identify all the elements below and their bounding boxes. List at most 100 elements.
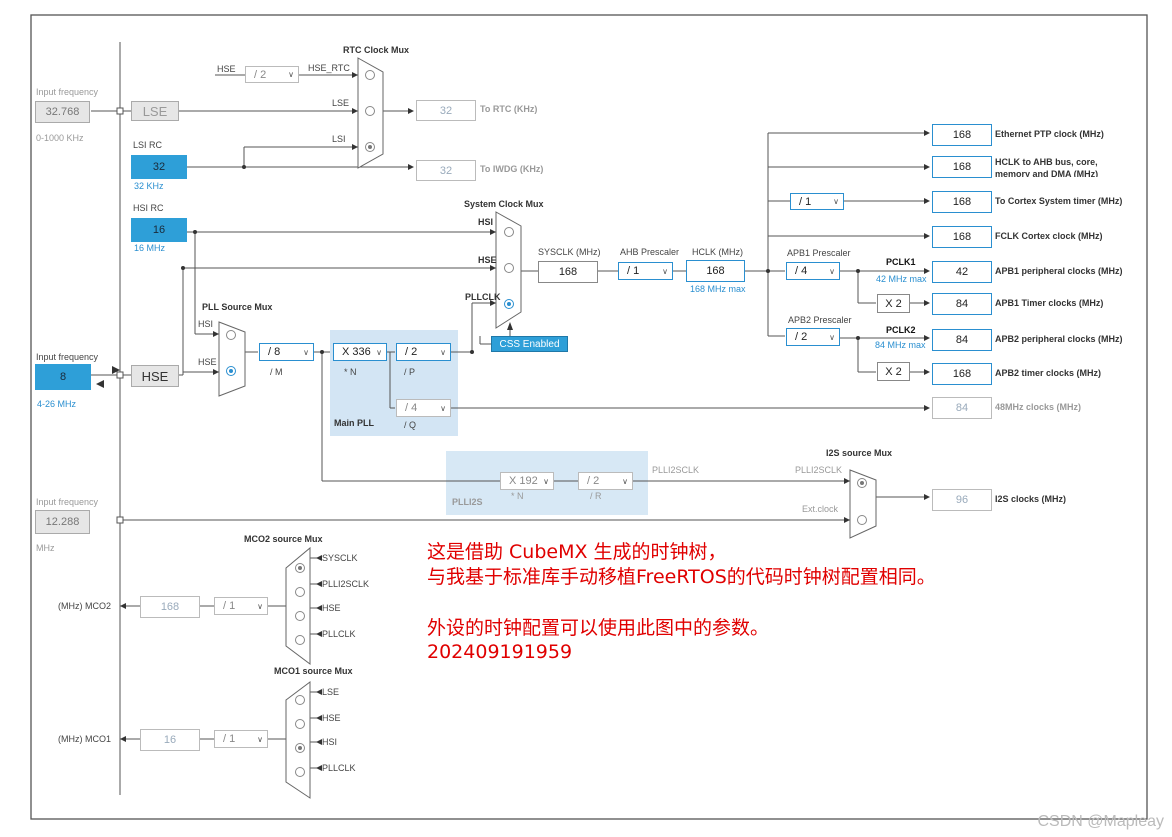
pll-src-radio-hse[interactable] [226, 366, 236, 376]
mco2-radio-pllclk[interactable] [295, 635, 305, 645]
plli2s-r-select[interactable]: / 2∨ [578, 472, 633, 490]
rtc-hse-divider[interactable]: / 2 ∨ [245, 66, 299, 83]
hclk-input[interactable]: 168 [686, 260, 745, 282]
chevron-down-icon: ∨ [257, 734, 263, 744]
rtc-lsi-in: LSI [332, 134, 346, 144]
output-fclk-label: FCLK Cortex clock (MHz) [995, 231, 1103, 241]
lsi-unit: 32 KHz [134, 181, 164, 191]
mco2-radio-hse[interactable] [295, 611, 305, 621]
sysmux-radio-pllclk[interactable] [504, 299, 514, 309]
output-apb1-periph-label: APB1 peripheral clocks (MHz) [995, 266, 1123, 276]
mco1-radio-pllclk[interactable] [295, 767, 305, 777]
rtc-div-value: / 2 [254, 68, 267, 81]
i2s-mux-radio-plli2s[interactable] [857, 478, 867, 488]
hsi-unit: 16 MHz [134, 243, 166, 253]
mco1-radio-hsi[interactable] [295, 743, 305, 753]
rtc-lse-in: LSE [332, 98, 350, 108]
lse-block[interactable]: LSE [131, 101, 179, 121]
apb1-prescaler-select[interactable]: / 4∨ [786, 262, 840, 280]
output-cortex-timer[interactable]: 168 [932, 191, 992, 213]
apb2-prescaler-label: APB2 Prescaler [788, 315, 852, 325]
hse-freq-label: Input frequency [36, 352, 99, 362]
i2s-mux-title: I2S source Mux [826, 448, 893, 458]
mco2-output[interactable]: 168 [140, 596, 200, 618]
apb2-prescaler-value: / 2 [795, 331, 808, 343]
output-apb2-timer-label: APB2 timer clocks (MHz) [995, 368, 1102, 378]
output-fclk[interactable]: 168 [932, 226, 992, 248]
mco2-radio-plli2sclk[interactable] [295, 587, 305, 597]
apb2-max: 84 MHz max [875, 340, 926, 350]
mco1-output[interactable]: 16 [140, 729, 200, 751]
output-i2s[interactable]: 96 [932, 489, 992, 511]
mco1-div-select[interactable]: / 1 ∨ [214, 730, 268, 748]
output-48mhz[interactable]: 84 [932, 397, 992, 419]
i2s-freq-unit: MHz [36, 543, 55, 553]
mco1-radio-lse[interactable] [295, 695, 305, 705]
cortex-timer-div-value: / 1 [799, 195, 812, 208]
pll-n-select[interactable]: X 336∨ [333, 343, 387, 361]
output-apb1-timer[interactable]: 84 [932, 293, 992, 315]
lse-freq-input[interactable]: 32.768 [35, 101, 90, 123]
css-enabled-button[interactable]: CSS Enabled [491, 336, 568, 352]
pll-q-select[interactable]: / 4 ∨ [396, 399, 451, 417]
chevron-down-icon: ∨ [833, 197, 839, 206]
output-apb1-periph[interactable]: 42 [932, 261, 992, 283]
mco2-in-plli2sclk: PLLI2SCLK [322, 579, 370, 589]
cortex-timer-div-select[interactable]: / 1 ∨ [790, 193, 844, 210]
mco1-radio-hse[interactable] [295, 719, 305, 729]
chevron-down-icon: ∨ [303, 347, 309, 357]
apb2-prescaler-select[interactable]: / 2∨ [786, 328, 840, 346]
sysmux-radio-hsi[interactable] [504, 227, 514, 237]
rtc-hse-rtc: HSE_RTC [308, 63, 350, 73]
pll-q-value: / 4 [405, 402, 418, 414]
plli2s-r-value: / 2 [587, 475, 600, 487]
ahb-prescaler-value: / 1 [627, 265, 640, 277]
hclk-max: 168 MHz max [690, 284, 746, 294]
pll-p-label: / P [404, 367, 416, 377]
sysmux-radio-hse[interactable] [504, 263, 514, 273]
chevron-down-icon: ∨ [440, 347, 446, 357]
watermark: CSDN @Mapleay [1037, 813, 1165, 830]
plli2s-out: PLLI2SCLK [652, 465, 700, 475]
pll-n-value: X 336 [342, 346, 371, 358]
sysmux-pllclk: PLLCLK [465, 292, 501, 302]
pll-src-radio-hsi[interactable] [226, 330, 236, 340]
hse-block[interactable]: HSE [131, 365, 179, 387]
rtc-output: 32 [416, 100, 476, 121]
lsi-value: 32 [131, 155, 187, 179]
output-apb1-timer-label: APB1 Timer clocks (MHz) [995, 298, 1104, 308]
sysmux-title: System Clock Mux [464, 199, 544, 209]
sysclk-label: SYSCLK (MHz) [538, 247, 601, 257]
output-hclk-ahb[interactable]: 168 [932, 156, 992, 178]
apb1-timer-mult: X 2 [877, 294, 910, 313]
mco1-div-value: / 1 [223, 733, 236, 745]
chevron-down-icon: ∨ [440, 403, 446, 413]
rtc-radio-lse[interactable] [365, 106, 375, 116]
apb1-max: 42 MHz max [876, 274, 927, 284]
chevron-down-icon: ∨ [829, 266, 835, 276]
i2s-freq-label: Input frequency [36, 497, 99, 507]
pll-m-select[interactable]: / 8∨ [259, 343, 314, 361]
output-apb2-periph[interactable]: 84 [932, 329, 992, 351]
i2s-ext-freq-input[interactable]: 12.288 [35, 510, 90, 534]
hsi-value: 16 [131, 218, 187, 242]
i2s-mux-radio-ext[interactable] [857, 515, 867, 525]
pclk1-label: PCLK1 [886, 257, 916, 267]
chevron-down-icon: ∨ [288, 70, 294, 79]
hse-freq-input[interactable]: 8 [35, 364, 91, 390]
mco2-radio-sysclk[interactable] [295, 563, 305, 573]
pll-p-select[interactable]: / 2∨ [396, 343, 451, 361]
output-ethernet-ptp[interactable]: 168 [932, 124, 992, 146]
mco2-div-select[interactable]: / 1∨ [214, 597, 268, 615]
lse-freq-label: Input frequency [36, 87, 99, 97]
i2s-mux-in2: Ext.clock [802, 504, 839, 514]
chevron-down-icon: ∨ [543, 476, 549, 486]
output-apb2-timer[interactable]: 168 [932, 363, 992, 385]
main-pll-title: Main PLL [334, 418, 374, 428]
plli2s-n-select[interactable]: X 192∨ [500, 472, 554, 490]
mco1-in-lse: LSE [322, 687, 340, 697]
ahb-prescaler-select[interactable]: / 1∨ [618, 262, 673, 280]
pll-m-label: / M [270, 367, 283, 377]
rtc-radio-hse[interactable] [365, 70, 375, 80]
rtc-radio-lsi[interactable] [365, 142, 375, 152]
